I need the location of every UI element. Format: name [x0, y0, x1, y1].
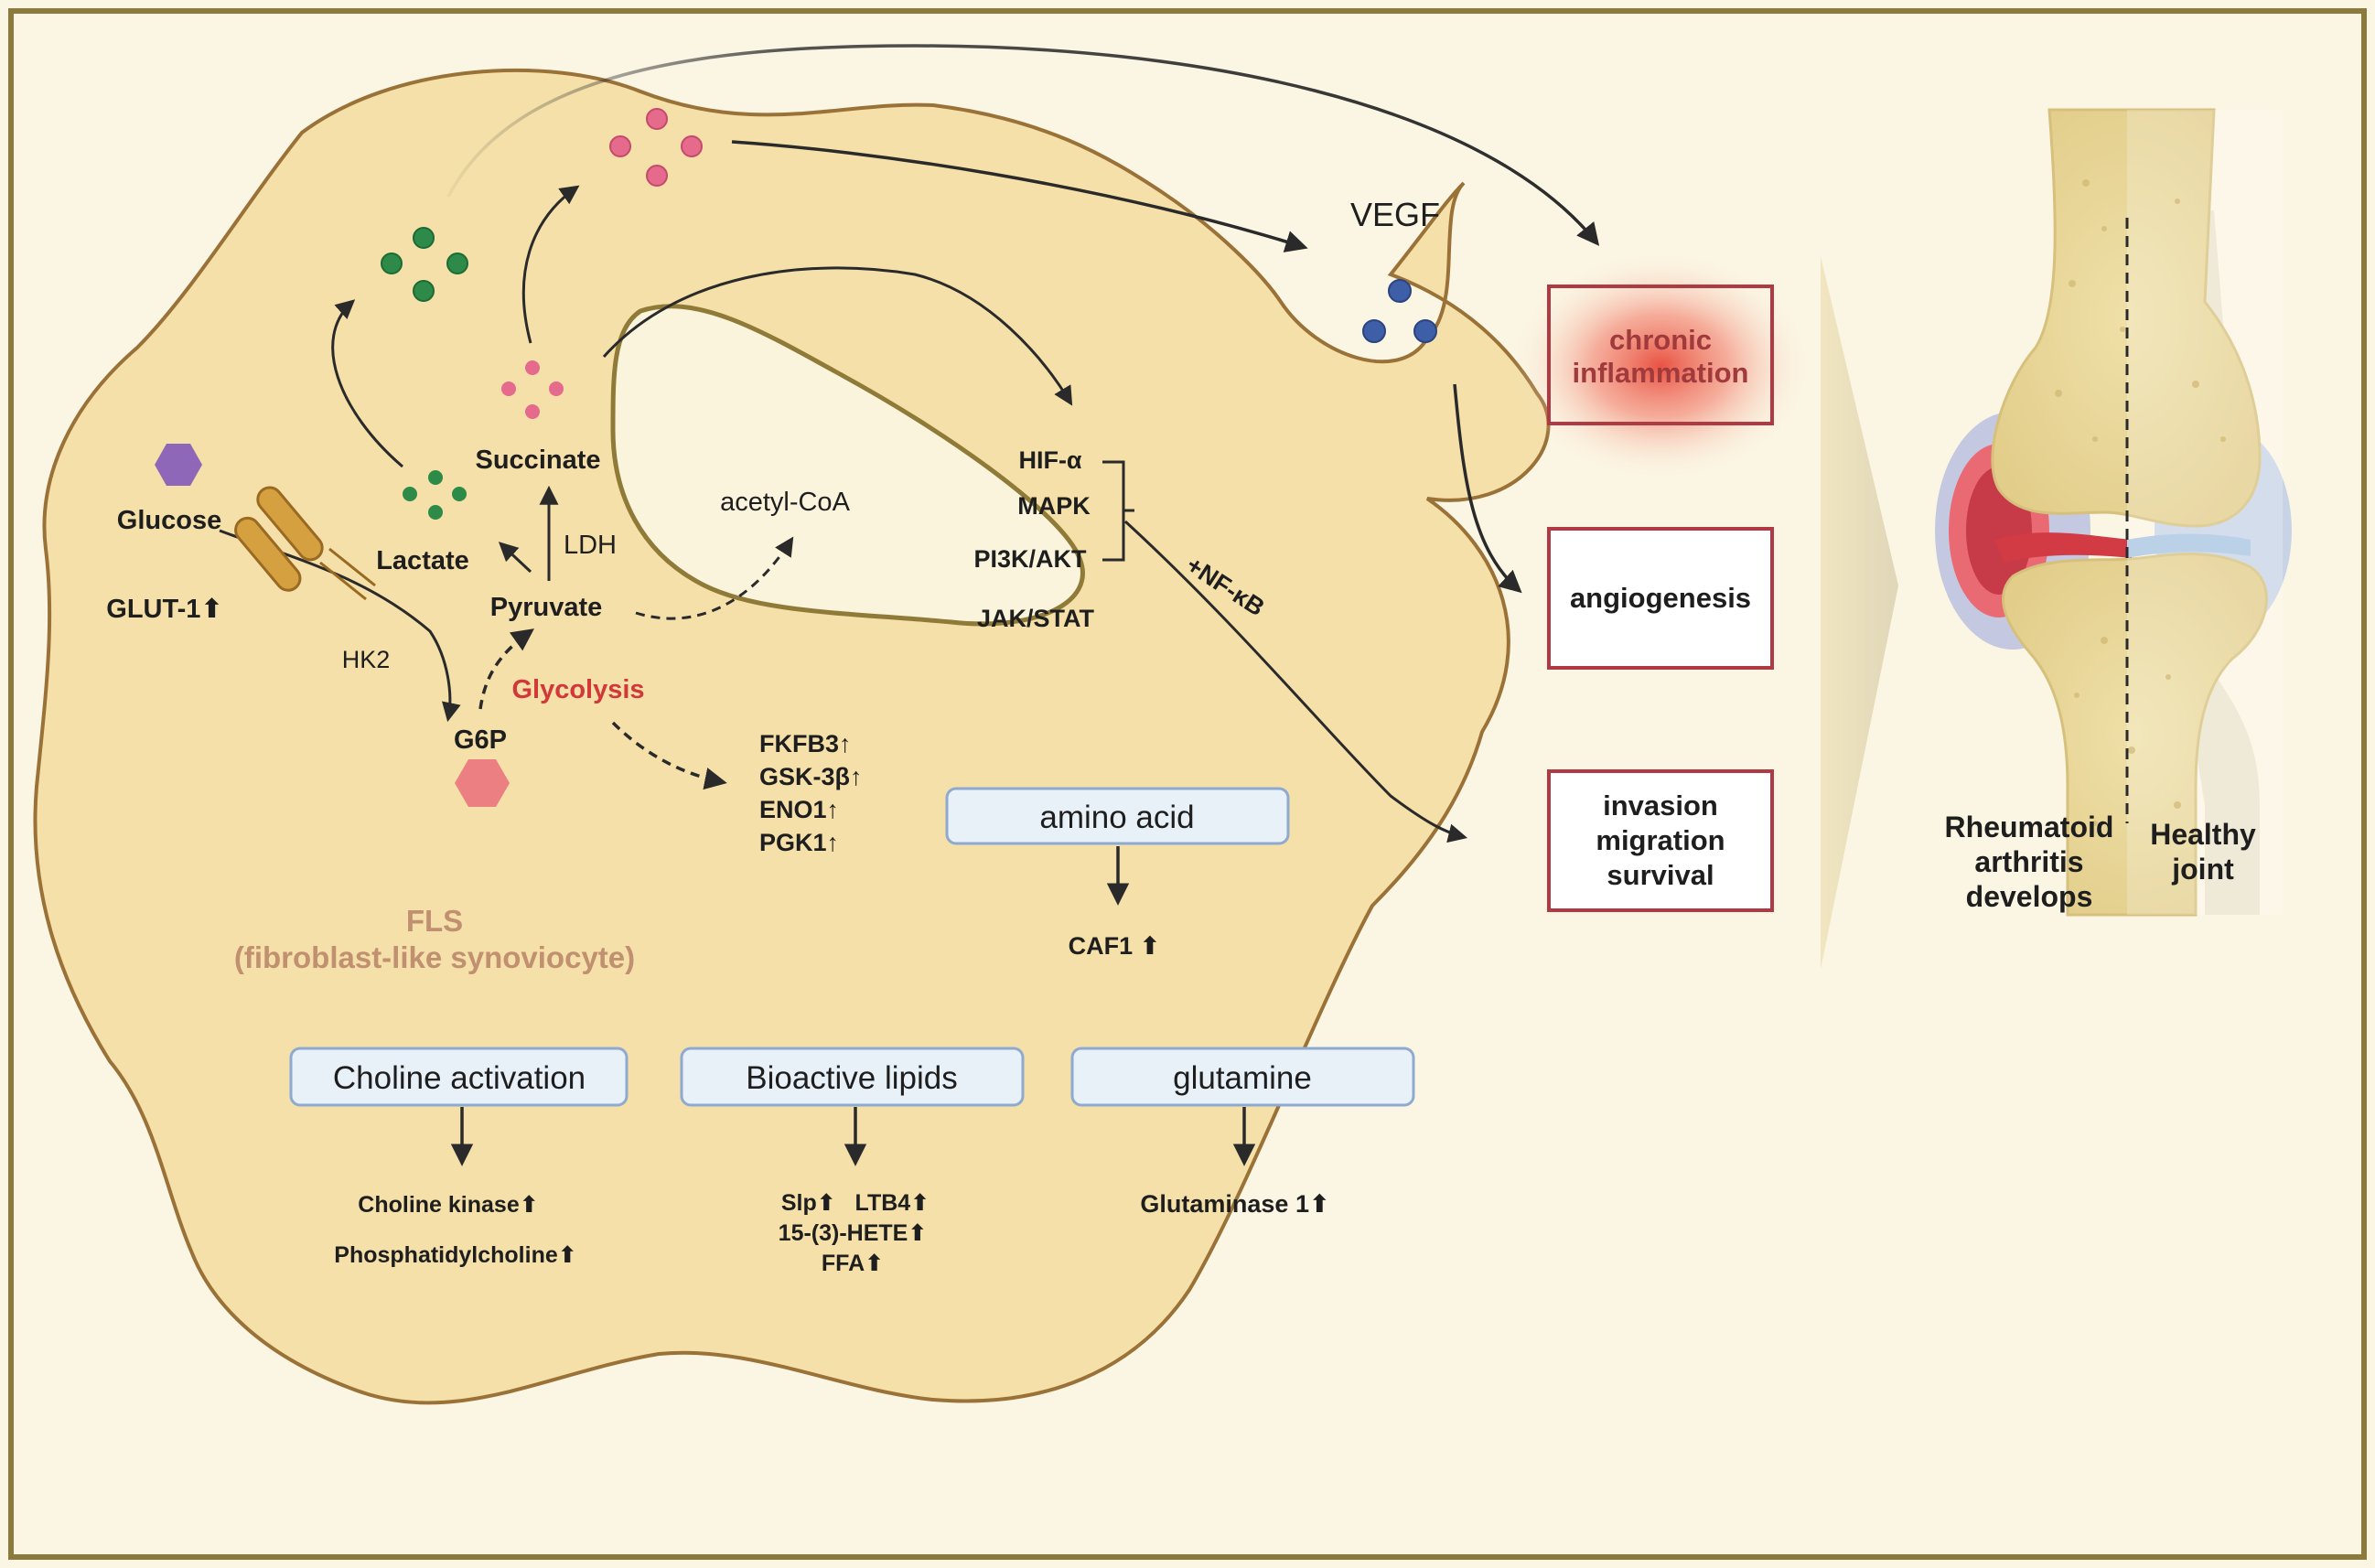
signaling-item: PI3K/AKT [973, 545, 1087, 573]
outcome-text: inflammation [1573, 357, 1749, 389]
glucose-hexagon-icon [155, 444, 202, 486]
arrow-succinate-to-hif [602, 266, 1073, 406]
healthy-label: joint [2171, 853, 2234, 886]
healthy-label: Healthy [2150, 818, 2256, 851]
arrow-vegf-to-angiogenesis [1453, 383, 1522, 594]
outcome-text: chronic [1609, 324, 1712, 356]
pathway-result: Phosphatidylcholine⬆ [334, 1242, 576, 1268]
pathway-box-title: amino acid [1039, 800, 1194, 835]
glut1-label: GLUT-1⬆ [106, 595, 222, 624]
outcome-text: survival [1607, 859, 1714, 891]
pathway-result: Choline kinase⬆ [358, 1192, 538, 1218]
glycolysis-label: Glycolysis [511, 675, 644, 704]
arrow-pyruvate-to-acetylcoa [635, 536, 794, 620]
signaling-item: HIF-α [1018, 446, 1081, 474]
glut1-transporter-icon [234, 486, 376, 601]
pathway-box-choline: Choline activation [289, 1047, 629, 1107]
nucleus [610, 304, 1085, 627]
lactate-molecules-small [403, 470, 467, 520]
outcome-text: invasion [1603, 789, 1718, 822]
g6p-hexagon-icon [455, 759, 510, 807]
enzyme-item: FKFB3↑ [759, 730, 852, 757]
pathway-result: CAF1 ⬆ [1069, 932, 1161, 960]
enzyme-item: ENO1↑ [759, 796, 839, 823]
pathway-box-glutamine: glutamine [1070, 1047, 1415, 1107]
pyruvate-label: Pyruvate [490, 593, 603, 622]
knee-joint-illustration [1935, 108, 2292, 917]
enzyme-list: FKFB3↑ GSK-3β↑ ENO1↑ PGK1↑ [759, 730, 863, 856]
arrow-g6p-to-pyruvate [478, 628, 534, 710]
arrow-succinate-to-vegf [731, 140, 1308, 252]
lactate-label: Lactate [376, 546, 469, 575]
signaling-item: MAPK [1017, 492, 1091, 520]
ldh-label: LDH [564, 531, 617, 560]
enzyme-item: PGK1↑ [759, 829, 839, 856]
pathway-box-title: Choline activation [333, 1060, 586, 1096]
outcome-box-angiogenesis: angiogenesis [1547, 527, 1774, 670]
arrow-succinate-up [521, 185, 580, 344]
outcome-text: migration [1596, 824, 1725, 856]
signaling-list: HIF-α MAPK PI3K/AKT JAK/STAT [973, 446, 1094, 632]
glucose-label: Glucose [117, 506, 221, 535]
pathway-box-title: Bioactive lipids [746, 1060, 958, 1096]
pathway-result: 15-(3)-HETE⬆ [779, 1220, 928, 1246]
vegf-molecules [1362, 279, 1437, 343]
pathway-result: Slp⬆ LTB4⬆ [781, 1190, 930, 1216]
acetyl-coa-label: acetyl-CoA [720, 488, 850, 517]
arrow-glycolysis-to-enzymes [611, 721, 727, 790]
pathway-box-lipids: Bioactive lipids [680, 1047, 1025, 1107]
enzyme-item: GSK-3β↑ [759, 763, 863, 790]
fls-label: FLS [406, 904, 463, 938]
hk2-label: HK2 [342, 646, 391, 673]
panel-separator-chevron [1821, 256, 1898, 970]
arrow-lactate-up [331, 299, 403, 468]
outcome-text: angiogenesis [1570, 582, 1751, 614]
outcome-box-inflammation: chronic inflammation [1547, 285, 1774, 425]
fls-subtitle: (fibroblast-like synoviocyte) [234, 940, 635, 974]
succinate-molecules-small [501, 360, 564, 419]
pathway-box-title: glutamine [1173, 1060, 1312, 1096]
signaling-item: JAK/STAT [977, 605, 1095, 632]
g6p-label: G6P [454, 725, 507, 755]
arrow-pyruvate-to-lactate [498, 542, 532, 574]
ra-label: develops [1966, 880, 2093, 913]
pathway-result: Glutaminase 1⬆ [1140, 1190, 1329, 1218]
pathway-box-amino-acid: amino acid [945, 787, 1290, 845]
succinate-molecules-released [609, 108, 703, 187]
ra-label: arthritis [1974, 845, 2083, 878]
arrow-signaling-to-invasion [1123, 520, 1468, 843]
arrow-lactate-to-inflammation [446, 44, 1600, 246]
lactate-molecules-released [381, 227, 468, 302]
vegf-label: VEGF [1350, 196, 1440, 233]
outcome-box-invasion: invasion migration survival [1547, 769, 1774, 912]
ra-label: Rheumatoid [1945, 811, 2114, 843]
pathway-result: FFA⬆ [822, 1251, 884, 1276]
signaling-bracket [1102, 460, 1134, 562]
succinate-label: Succinate [476, 446, 601, 475]
